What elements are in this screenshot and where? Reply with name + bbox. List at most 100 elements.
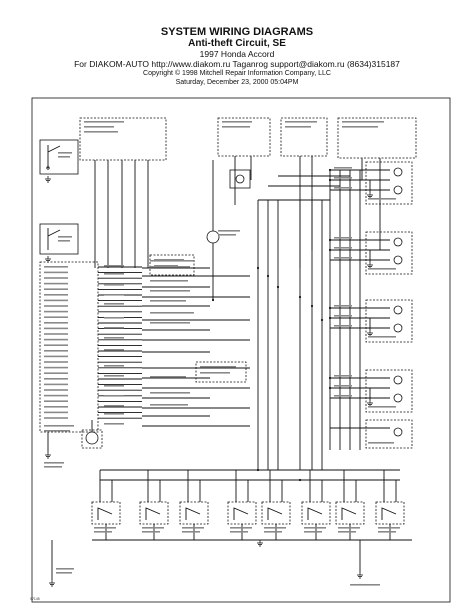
fine-print-label [264, 531, 282, 533]
terminal-node [393, 255, 403, 265]
fine-print-label [304, 531, 322, 533]
fine-print-label [104, 405, 124, 407]
component-box [39, 139, 79, 175]
fine-print-label [334, 177, 352, 179]
fine-print-label [104, 337, 124, 339]
component-box [179, 501, 209, 525]
fine-print-label [44, 466, 62, 468]
fine-print-label [84, 126, 114, 128]
fine-print-label [182, 531, 200, 533]
fine-print-label [304, 527, 326, 529]
fine-print-label [150, 266, 190, 268]
component-box [335, 501, 365, 525]
component-box [280, 117, 328, 157]
wire-path [145, 507, 161, 520]
fine-print-label [44, 430, 70, 432]
fine-print-label [104, 349, 124, 351]
splice-dot [328, 316, 332, 320]
fine-print-label [58, 152, 72, 154]
fine-print-label [56, 568, 74, 570]
fine-print-label [338, 527, 360, 529]
terminal-node [235, 174, 245, 184]
fine-print-label [150, 376, 186, 378]
fine-print-label [378, 527, 400, 529]
fine-print-label [150, 280, 188, 282]
fine-print-label [104, 317, 124, 319]
copyright-line: Copyright © 1998 Mitchell Repair Informa… [143, 70, 331, 77]
fine-print-label [44, 462, 64, 464]
splice-dot [298, 295, 302, 299]
fine-print-label [44, 327, 68, 330]
fine-print-label [378, 531, 396, 533]
component-box [227, 501, 257, 525]
fine-print-label [44, 294, 68, 296]
fine-print-label [285, 126, 311, 128]
fine-print-label [230, 531, 248, 533]
fine-print-label [44, 355, 68, 358]
fine-print-label [44, 394, 68, 397]
terminal-node [206, 230, 220, 244]
fine-print-label [285, 121, 317, 123]
fine-print-label [368, 406, 396, 408]
fine-print-label [44, 406, 68, 408]
fine-print-label [44, 310, 68, 313]
fine-print-label [200, 372, 230, 374]
splice-dot [256, 468, 260, 472]
fine-print-label [44, 378, 68, 380]
fine-print-label [154, 265, 178, 267]
wire-path [381, 507, 397, 520]
fine-print-label [104, 395, 124, 397]
fine-print-label [350, 584, 380, 586]
fine-print-label [182, 527, 204, 529]
splice-dot [298, 478, 302, 482]
fine-print-label [104, 327, 124, 329]
terminal-node [393, 323, 403, 333]
splice-dot [328, 248, 332, 252]
fine-print-label [200, 366, 236, 368]
fine-print-label [44, 316, 68, 318]
wire-path [97, 507, 113, 520]
terminal-node [393, 375, 403, 385]
fine-print-label [44, 411, 68, 414]
fine-print-label [150, 300, 186, 302]
wire-path [185, 507, 201, 520]
fine-print-label [94, 527, 116, 529]
fine-print-label [334, 237, 352, 239]
terminal-node [393, 237, 403, 247]
component-box [139, 501, 169, 525]
splice-dot [276, 285, 280, 289]
component-box [337, 117, 417, 159]
terminal-node [393, 185, 403, 195]
fine-print-label [218, 234, 236, 236]
fine-print-label [84, 131, 118, 133]
fine-print-label [334, 325, 352, 327]
wire-path [47, 229, 61, 237]
fine-print-label [44, 389, 68, 391]
fine-print-label [44, 338, 68, 341]
fine-print-label [150, 290, 190, 292]
fine-print-label [58, 236, 72, 238]
fine-print-label [142, 531, 160, 533]
splice-dot [328, 178, 332, 182]
fine-print-label [104, 273, 124, 275]
terminal-node [393, 167, 403, 177]
fine-print-label [334, 167, 352, 169]
component-box [261, 501, 291, 525]
splice-dot [266, 274, 270, 278]
fine-print-label [44, 350, 68, 352]
fine-print-label [342, 126, 378, 128]
fine-print-label [222, 121, 252, 123]
component-box [39, 261, 99, 433]
fine-print-label [150, 260, 194, 262]
fine-print-label [334, 187, 352, 189]
fine-print-label [104, 375, 124, 377]
fine-print-label [44, 333, 68, 335]
fine-print-label [142, 527, 164, 529]
wire-path [47, 145, 61, 153]
fine-print-label [218, 230, 240, 232]
component-box [39, 223, 79, 255]
fine-print-label [334, 375, 352, 377]
fine-print-label [58, 240, 70, 242]
fine-print-label [44, 361, 68, 363]
